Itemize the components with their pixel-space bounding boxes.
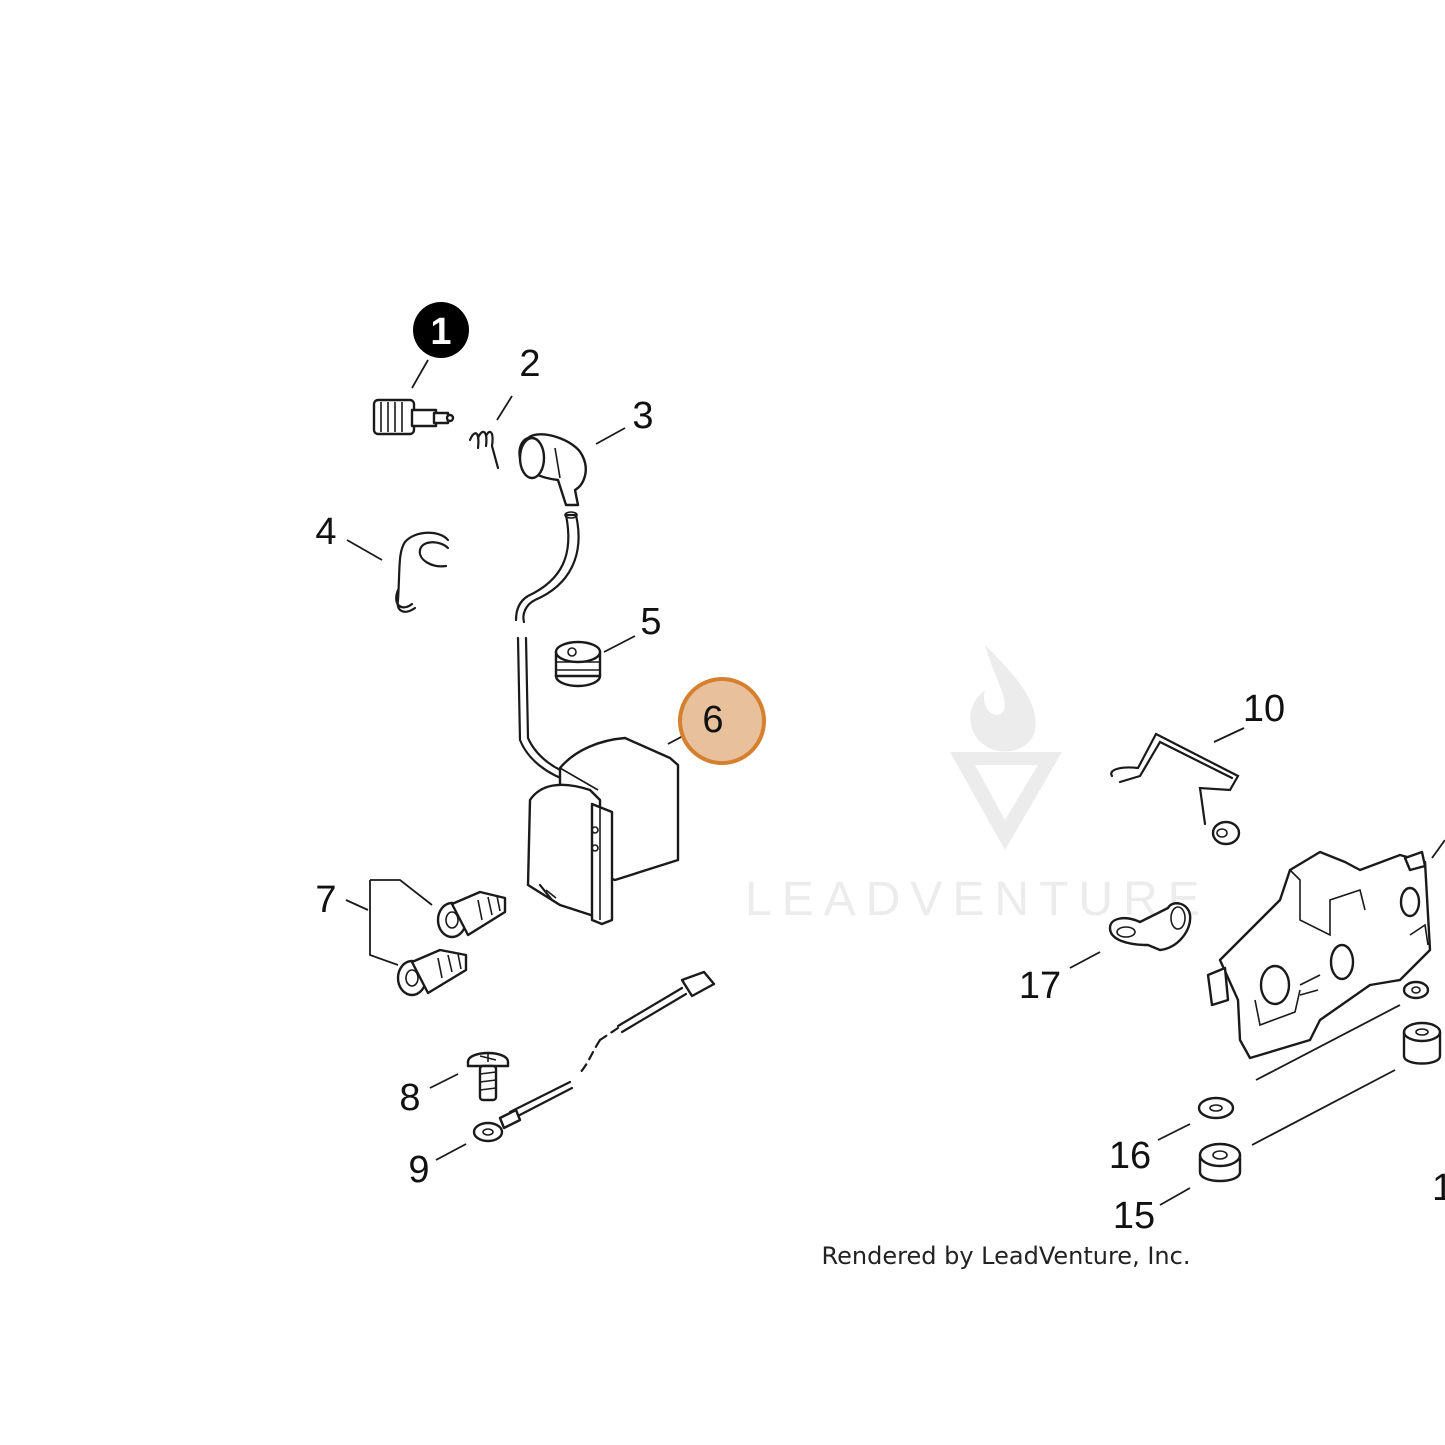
part-ground-wire[interactable] xyxy=(472,970,716,1143)
callout-17[interactable]: 17 xyxy=(1019,965,1061,1007)
callout-7[interactable]: 7 xyxy=(315,879,336,921)
callout-3[interactable]: 3 xyxy=(632,395,653,437)
bolt-upper xyxy=(436,890,507,939)
watermark: LEADVENTURE xyxy=(745,645,1210,926)
part-clip[interactable] xyxy=(395,531,450,613)
flame-v-logo-icon xyxy=(950,645,1062,850)
part-washers[interactable] xyxy=(1197,980,1430,1120)
part-screw[interactable] xyxy=(466,1051,510,1102)
callout-edge[interactable]: 1 xyxy=(1432,1167,1445,1209)
callout-1: 1 xyxy=(430,311,451,353)
callout-2[interactable]: 2 xyxy=(519,343,540,385)
part-spark-plug[interactable] xyxy=(372,398,455,436)
part-mounting-bracket[interactable] xyxy=(1206,839,1445,1060)
part-bracket-tab[interactable] xyxy=(1108,902,1192,952)
callout-15[interactable]: 15 xyxy=(1113,1195,1155,1237)
callout-16[interactable]: 16 xyxy=(1109,1135,1151,1177)
callout-4[interactable]: 4 xyxy=(315,511,336,553)
part-ignition-coil[interactable] xyxy=(526,736,680,926)
callout-1-badge[interactable]: 1 xyxy=(413,302,469,358)
part-spacers[interactable] xyxy=(1198,1021,1442,1183)
watermark-text: LEADVENTURE xyxy=(745,873,1210,926)
callout-10[interactable]: 10 xyxy=(1243,688,1285,730)
callout-8[interactable]: 8 xyxy=(399,1077,420,1119)
callout-6-highlight[interactable]: 6 xyxy=(678,677,766,765)
leader-lines xyxy=(345,359,1401,1206)
credit-text: Rendered by LeadVenture, Inc. xyxy=(822,1242,1191,1270)
part-spring[interactable] xyxy=(468,430,500,470)
part-bolts[interactable] xyxy=(369,879,507,997)
part-grommet[interactable] xyxy=(554,640,602,688)
callouts: 1 2 3 4 5 6 7 8 9 10 17 16 15 1 xyxy=(315,302,1445,1237)
callout-6: 6 xyxy=(702,699,723,741)
callout-5[interactable]: 5 xyxy=(640,601,661,643)
callout-9[interactable]: 9 xyxy=(408,1149,429,1191)
part-stop-rod[interactable] xyxy=(1110,732,1241,846)
part-plug-boot[interactable] xyxy=(518,433,587,507)
bolt-lower xyxy=(396,948,468,997)
